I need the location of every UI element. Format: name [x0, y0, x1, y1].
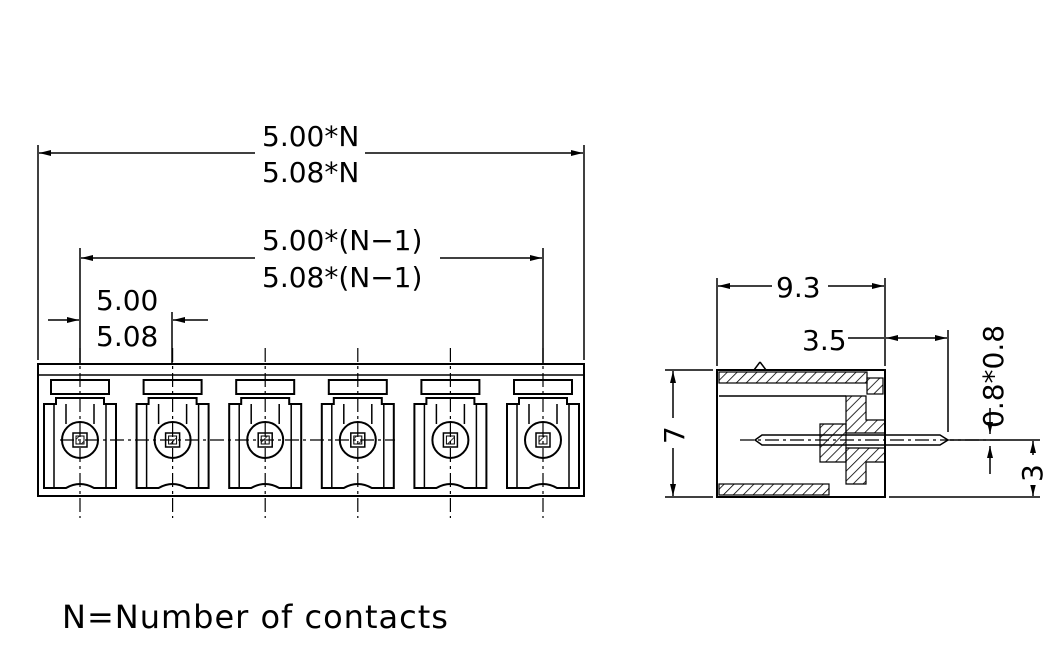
pin-holder-upper-hatch	[845, 395, 886, 434]
contact-terminal	[43, 348, 117, 518]
label-mask	[255, 120, 365, 190]
contact-terminal	[413, 348, 488, 518]
pitch-a-label: 5.00	[96, 284, 158, 317]
overall-pitch-a-label: 5.00*N	[262, 120, 359, 153]
label-mask	[656, 418, 690, 448]
latch-edge	[753, 361, 761, 371]
pin-section-label: 0.8*0.8	[977, 325, 1010, 428]
terminal-body	[135, 397, 210, 489]
contact-terminal	[506, 348, 580, 518]
terminal-body	[413, 397, 488, 489]
contact-terminal	[228, 348, 303, 518]
dim-overall: 5.00*N 5.08*N	[37, 120, 585, 360]
span-pitch-a-label: 5.00*(N−1)	[262, 224, 422, 257]
terminal-body	[320, 397, 395, 489]
top-wall-hatch	[718, 371, 868, 384]
dim-span: 5.00*(N−1) 5.08*(N−1)	[79, 222, 544, 364]
pin-boss-hatch	[819, 423, 847, 463]
contact-terminal	[135, 348, 210, 518]
terminal-body	[506, 397, 580, 489]
contact-terminals	[43, 348, 580, 518]
side-body-outline	[716, 369, 886, 498]
height-label: 7	[658, 426, 691, 444]
depth-label: 9.3	[776, 271, 821, 304]
span-pitch-b-label: 5.08*(N−1)	[262, 261, 422, 294]
legend-note: N=Number of contacts	[62, 598, 449, 636]
side-view: 9.3 3.5 0.8*0.8 7 3	[656, 268, 1049, 498]
dim-pitch: 5.00 5.08	[48, 284, 208, 364]
label-mask	[1016, 455, 1046, 485]
pin-offset-label: 3.5	[802, 324, 847, 357]
pin-height-label: 3	[1016, 464, 1049, 482]
latch-edge	[759, 361, 767, 371]
label-mask	[772, 268, 828, 302]
contact-terminal	[320, 348, 395, 518]
pitch-b-label: 5.08	[96, 320, 158, 353]
overall-pitch-b-label: 5.08*N	[262, 156, 359, 189]
label-mask	[255, 222, 440, 294]
bottom-wall-hatch	[718, 483, 830, 496]
terminal-body	[228, 397, 303, 489]
terminal-body	[43, 397, 117, 489]
front-view: 5.00*N 5.08*N 5.00*(N−1) 5.08*(N−1) 5.00…	[37, 120, 585, 518]
pin-holder-lower-hatch	[845, 447, 886, 485]
rear-lip-hatch	[866, 377, 884, 395]
housing-outline	[37, 363, 585, 497]
